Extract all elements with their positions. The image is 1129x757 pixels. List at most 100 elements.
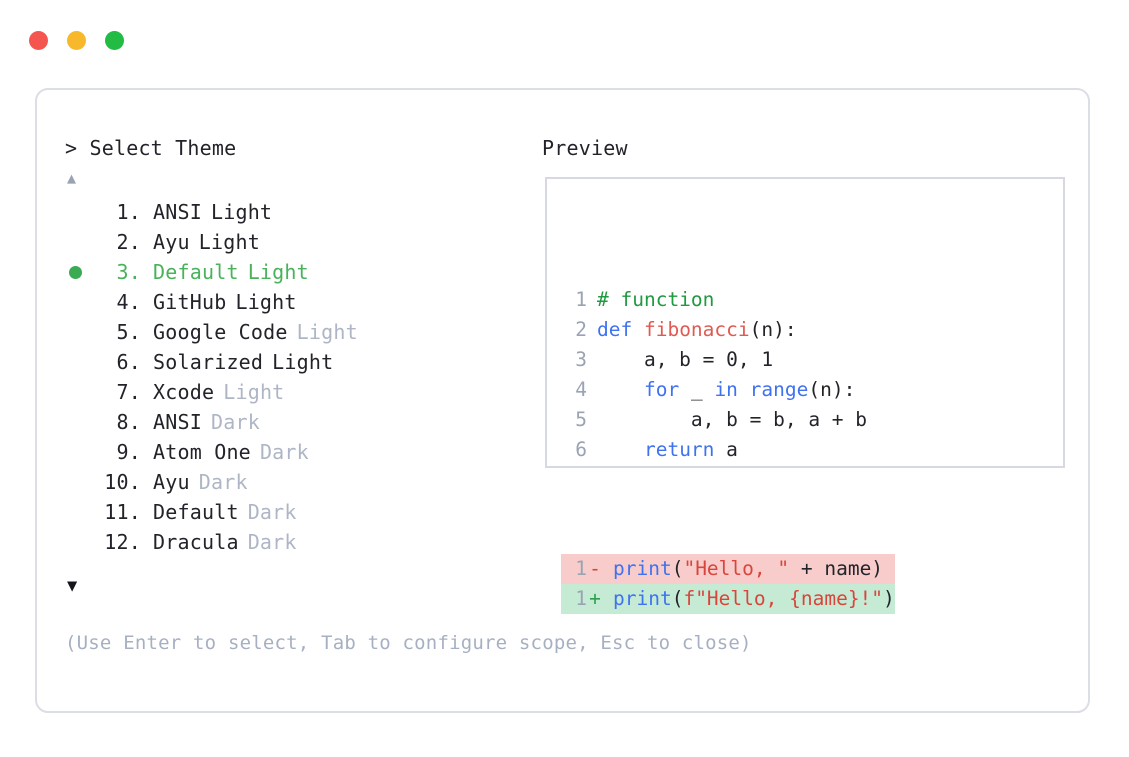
- theme-item-index: 11.: [104, 500, 141, 524]
- keyboard-hint: (Use Enter to select, Tab to configure s…: [65, 632, 752, 654]
- diff-sign: +: [589, 587, 601, 610]
- theme-list-item[interactable]: 11. Default Dark: [65, 497, 505, 527]
- theme-item-index: 10.: [104, 470, 141, 494]
- theme-list-item[interactable]: 9. Atom One Dark: [65, 437, 505, 467]
- line-number: 5: [575, 408, 587, 431]
- theme-list-item[interactable]: 1. ANSI Light: [65, 197, 505, 227]
- theme-item-name: Solarized: [153, 350, 264, 374]
- code-token: print: [613, 557, 672, 580]
- minimize-window-button[interactable]: [67, 31, 86, 50]
- theme-list-item[interactable]: 5. Google Code Light: [65, 317, 505, 347]
- theme-item-name: Ayu: [153, 470, 190, 494]
- theme-item-name: ANSI: [153, 410, 202, 434]
- theme-item-index: 5.: [116, 320, 141, 344]
- diff-line-removed: 1-print("Hello, " + name): [561, 554, 895, 584]
- diff-line-text: print(f"Hello, {name}!"): [613, 584, 895, 614]
- code-token: [738, 378, 750, 401]
- zoom-window-button[interactable]: [105, 31, 124, 50]
- diff-line-text: print("Hello, " + name): [613, 554, 883, 584]
- theme-item-variant: Dark: [259, 440, 309, 464]
- theme-item-variant: Light: [296, 320, 358, 344]
- selected-bullet-icon: [69, 265, 82, 279]
- close-window-button[interactable]: [29, 31, 48, 50]
- theme-item-index: 9.: [116, 440, 141, 464]
- theme-item-name: Atom One: [153, 440, 251, 464]
- preview-pane: Preview: [542, 135, 1072, 161]
- selected-bullet-slot: [65, 265, 97, 279]
- code-line: 1 # function: [561, 285, 895, 315]
- theme-list-item[interactable]: 3. Default Light: [65, 257, 505, 287]
- code-line-text: a, b = 0, 1: [597, 345, 773, 375]
- code-line-text: a, b = b, a + b: [597, 405, 867, 435]
- theme-list-item[interactable]: 4. GitHub Light: [65, 287, 505, 317]
- theme-list-item[interactable]: 10. Ayu Dark: [65, 467, 505, 497]
- scroll-down-icon[interactable]: ▼: [67, 576, 78, 596]
- code-token: def: [597, 318, 644, 341]
- theme-list-item[interactable]: 8. ANSI Dark: [65, 407, 505, 437]
- theme-item-index: 8.: [116, 410, 141, 434]
- code-token: a, b = 0, 1: [597, 348, 774, 371]
- theme-item-variant: Light: [272, 350, 334, 374]
- theme-item-name: Xcode: [153, 380, 215, 404]
- code-line-text: # function: [597, 285, 714, 315]
- theme-item-name: Default: [153, 500, 239, 524]
- scroll-up-icon[interactable]: ▲: [67, 169, 77, 187]
- line-number: 1: [575, 288, 587, 311]
- theme-item-index: 12.: [104, 530, 141, 554]
- theme-item-name: Ayu: [153, 230, 190, 254]
- theme-item-index: 3.: [116, 260, 141, 284]
- theme-item-index: 4.: [116, 290, 141, 314]
- theme-item-index: 1.: [116, 200, 141, 224]
- diff-sign: -: [589, 557, 601, 580]
- theme-list-item[interactable]: 6. Solarized Light: [65, 347, 505, 377]
- line-number: 3: [575, 348, 587, 371]
- theme-item-name: Google Code: [153, 320, 288, 344]
- code-token: # function: [597, 288, 715, 311]
- code-token: f"Hello, {name}!": [683, 587, 884, 610]
- code-line: 4 for _ in range(n):: [561, 375, 895, 405]
- code-token: fibonacci: [643, 318, 750, 341]
- diff-line-number: 1: [575, 557, 587, 580]
- diff-line-added: 1+ print(f"Hello, {name}!"): [561, 584, 895, 614]
- code-line-text: def fibonacci(n):: [597, 315, 797, 345]
- theme-item-variant: Dark: [247, 500, 297, 524]
- theme-item-name: Dracula: [153, 530, 239, 554]
- code-token: _: [679, 378, 715, 401]
- theme-item-variant: Light: [247, 260, 309, 284]
- theme-item-name: Default: [153, 260, 239, 284]
- diff-lines: 1-print("Hello, " + name)1+print(f"Hello…: [561, 554, 895, 614]
- code-token: [597, 378, 644, 401]
- theme-item-variant: Dark: [210, 410, 260, 434]
- theme-item-name: ANSI: [153, 200, 202, 224]
- theme-item-variant: Light: [235, 290, 297, 314]
- line-number: 4: [575, 378, 587, 401]
- code-line-text: for _ in range(n):: [597, 375, 855, 405]
- window-controls: [29, 31, 124, 50]
- code-line: 3 a, b = 0, 1: [561, 345, 895, 375]
- code-token: for: [643, 378, 680, 401]
- theme-item-variant: Light: [198, 230, 260, 254]
- theme-item-variant: Dark: [198, 470, 248, 494]
- code-line: 6 return a: [561, 435, 895, 465]
- code-token: "Hello, ": [683, 557, 790, 580]
- theme-item-variant: Dark: [247, 530, 297, 554]
- code-token: ): [883, 587, 895, 610]
- line-number: 6: [575, 438, 587, 461]
- code-token: (: [671, 557, 684, 580]
- code-token: in: [714, 378, 738, 401]
- theme-list-item[interactable]: 12. Dracula Dark: [65, 527, 505, 557]
- diff-line-number: 1: [575, 587, 587, 610]
- theme-item-index: 6.: [116, 350, 141, 374]
- theme-item-name: GitHub: [153, 290, 227, 314]
- code-token: [597, 438, 644, 461]
- code-token: a: [714, 438, 738, 461]
- theme-item-variant: Light: [210, 200, 273, 224]
